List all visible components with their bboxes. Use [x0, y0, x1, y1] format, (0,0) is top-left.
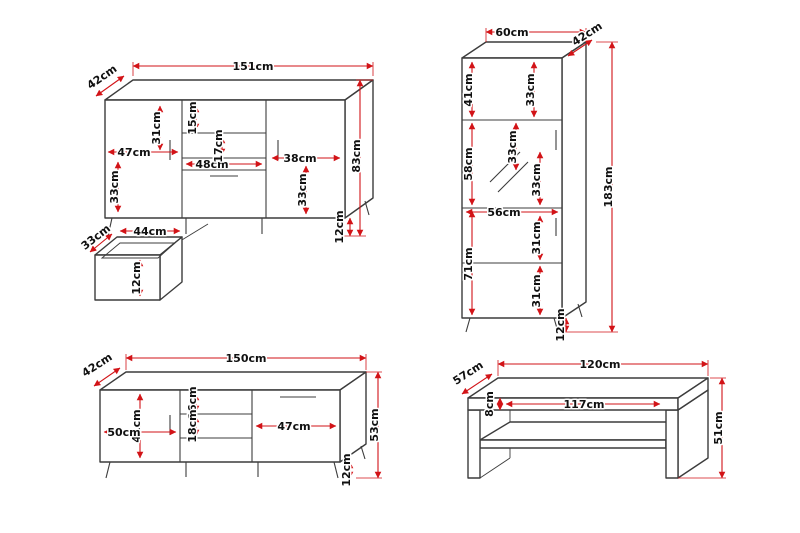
tv-stand-drawing: 42cm 150cm 53cm 12cm 41cm 50cm 16cm 18cm… [78, 349, 382, 488]
dim-label-tv-shelf-upper: 16cm [186, 386, 199, 419]
dim-label-drawer-width: 44cm [133, 225, 166, 238]
dim-label-table-width: 120cm [580, 358, 621, 371]
tv-stand-top-face [99, 371, 367, 391]
coffee-table-shelf-top [479, 421, 697, 441]
dim-line-cabinet-depth [567, 39, 593, 57]
tv-stand-extension-lines [125, 354, 382, 479]
dim-label-sideboard-right-opening: 33cm [296, 173, 309, 206]
dim-label-table-interior-width: 117cm [564, 398, 605, 411]
coffee-table-top-end [677, 377, 709, 411]
coffee-table-top-surface [467, 377, 709, 399]
dim-label-sideboard-height: 83cm [350, 139, 363, 172]
dim-label-cabinet-top-opening: 33cm [524, 73, 537, 106]
dim-label-cabinet-width: 60cm [495, 26, 528, 39]
dim-label-drawer-height: 12cm [130, 261, 143, 294]
dim-label-cabinet-mid-opening-upper: 33cm [506, 130, 519, 163]
dim-label-tv-width: 150cm [226, 352, 267, 365]
dim-label-tv-leg: 12cm [340, 453, 353, 486]
dim-label-table-height: 51cm [712, 411, 725, 444]
dim-label-tv-height: 53cm [368, 408, 381, 441]
dim-label-cabinet-height: 183cm [602, 167, 615, 208]
dim-label-cabinet-mid-section: 58cm [462, 147, 475, 180]
dim-label-sideboard-mid-lower: 17cm [212, 129, 225, 162]
tv-stand-interior-details [169, 390, 316, 462]
dim-label-sideboard-right-door: 38cm [283, 152, 316, 165]
dim-line-sideboard-depth [95, 75, 125, 97]
dim-label-cabinet-interior-width: 56cm [487, 206, 520, 219]
coffee-table-back-edges [479, 410, 511, 479]
tall-cabinet-front-face [461, 57, 563, 319]
drawer-front-face [94, 254, 161, 301]
dim-label-cabinet-bottom-section: 71cm [462, 247, 475, 280]
tall-cabinet-legs [465, 303, 583, 333]
dim-label-table-depth: 57cm [451, 359, 486, 388]
dim-label-tv-shelf-lower: 18cm [186, 409, 199, 442]
dim-label-sideboard-left-door: 47cm [117, 146, 150, 159]
dim-label-sideboard-leg: 12cm [333, 210, 346, 243]
dim-label-sideboard-left-inner: 31cm [150, 111, 163, 144]
coffee-table-left-panel-front [467, 409, 481, 479]
dim-label-cabinet-mid-opening-lower: 33cm [530, 163, 543, 196]
dim-label-table-thickness: 8cm [483, 391, 496, 417]
dim-line-tv-depth [93, 367, 121, 387]
dim-label-sideboard-width: 151cm [233, 60, 274, 73]
sideboard-top-face [104, 79, 374, 101]
tall-cabinet-drawing: 60cm 42cm 183cm 41cm 33cm 58cm 33cm 33cm… [461, 18, 618, 343]
tv-stand-legs [105, 445, 366, 479]
dim-label-sideboard-depth: 42cm [85, 62, 120, 92]
dim-line-drawer-depth [89, 233, 113, 253]
dim-label-tv-left-door: 50cm [107, 426, 140, 439]
sideboard-front-face [104, 99, 346, 219]
dim-label-sideboard-mid-width: 48cm [195, 158, 228, 171]
dim-label-sideboard-left-opening: 33cm [108, 170, 121, 203]
dim-label-cabinet-leg: 12cm [554, 308, 567, 341]
sideboard-drawing: 42cm 151cm 83cm 12cm 47cm 31cm 15cm 48cm… [77, 59, 374, 301]
dim-label-cabinet-depth: 42cm [570, 20, 605, 49]
sideboard-legs [107, 200, 370, 237]
dim-label-cabinet-lower-opening-lower: 31cm [530, 274, 543, 307]
dim-line-table-depth [461, 373, 493, 395]
drawer-inner-opening [100, 242, 177, 259]
coffee-table-right-panel-front [665, 409, 679, 479]
tall-cabinet-side-face [561, 41, 587, 319]
tall-cabinet-interior-details [462, 119, 562, 264]
dim-label-tv-interior-height: 41cm [130, 409, 143, 442]
coffee-table-drawing: 57cm 120cm 51cm 8cm 117cm [449, 357, 727, 479]
dim-label-tv-right-door: 47cm [277, 420, 310, 433]
dim-label-cabinet-lower-opening-upper: 31cm [530, 221, 543, 254]
dim-label-cabinet-top-section: 41cm [462, 73, 475, 106]
coffee-table-extension-lines [497, 360, 726, 479]
coffee-table-shelf-front [479, 439, 667, 449]
dim-label-sideboard-mid-top: 15cm [186, 101, 199, 134]
tv-stand-front-face [99, 389, 341, 463]
